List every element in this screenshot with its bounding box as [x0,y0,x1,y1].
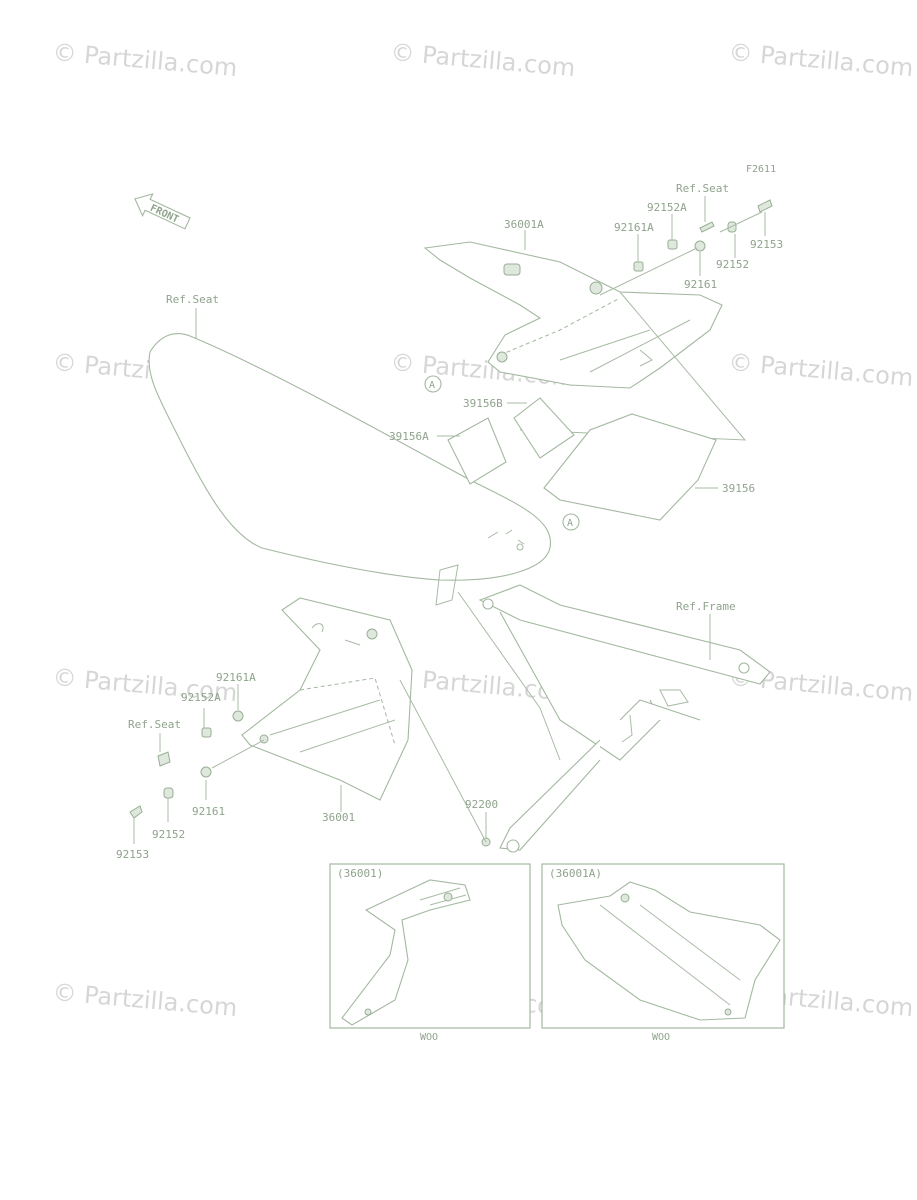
label-92152: 92152 [716,258,749,271]
diagram-id: F2611 [746,164,776,175]
decal-39156a [447,417,507,485]
label-92161a: 92161A [216,671,256,684]
label-92153: 92153 [116,848,149,861]
collar-92152a-icon [667,239,678,250]
collar-92152a-icon [201,727,212,738]
decal-39156b [513,397,575,459]
side-cover-36001a [423,241,747,441]
label-92161: 92161 [684,278,717,291]
inset-caption: WOO [420,1032,438,1043]
inset-title: (36001) [337,867,383,880]
label-92152a: 92152A [181,691,221,704]
label-92153: 92153 [750,238,783,251]
label-39156a: 39156A [389,430,429,443]
label-92161a: 92161A [614,221,654,234]
collar-92152-icon [163,787,174,799]
watermark: © Partzilla.com [389,38,576,82]
label-92152: 92152 [152,828,185,841]
grommet-92161-icon [200,766,212,778]
label-39156b: 39156B [463,397,503,410]
label-ref-seat: Ref.Seat [128,718,181,731]
watermark: © Partzilla.com [51,978,238,1022]
leader-lines [133,196,766,844]
label-36001: 36001 [322,811,355,824]
sub-frame [457,584,771,853]
label-ref-seat: Ref.Seat [676,182,729,195]
callout-a-lower: A [562,513,580,531]
grommet-92161a-icon [633,261,644,272]
label-92200: 92200 [465,798,498,811]
label-39156: 39156 [722,482,755,495]
watermark: © Partzilla.com [727,348,914,392]
label-ref-seat: Ref.Seat [166,293,219,306]
svg-text:A: A [429,380,435,391]
grommet-92161-icon [694,240,706,252]
watermark: © Partzilla.com [51,38,238,82]
ref-seat-bolt-icon [157,751,171,767]
bottom-hardware [129,679,491,847]
inset-caption: WOO [652,1032,670,1043]
ref-seat-bolt-icon [699,221,715,233]
side-cover-36001 [241,564,459,801]
inset-36001: (36001) WOO [329,863,531,1043]
label-36001a: 36001A [504,218,544,231]
callout-a-upper: A [424,375,442,393]
inset-title: (36001A) [549,867,602,880]
top-hardware [599,199,773,296]
bolt-92153-icon [129,805,143,819]
bolt-92153-icon [757,199,773,213]
front-arrow-icon: FRONT [134,193,191,230]
label-ref-frame: Ref.Frame [676,600,736,613]
seat-outline [148,333,551,581]
svg-text:A: A [567,518,573,529]
grommet-92161a-icon [232,710,244,722]
label-92152a: 92152A [647,201,687,214]
part-labels: 36001A 92161A 92152A Ref.Seat 92153 9215… [116,182,783,861]
watermark: © Partzilla.com [727,38,914,82]
collar-92152-icon [727,221,737,233]
decal-39156 [543,413,717,521]
label-92161: 92161 [192,805,225,818]
inset-36001a: (36001A) WOO [541,863,785,1043]
